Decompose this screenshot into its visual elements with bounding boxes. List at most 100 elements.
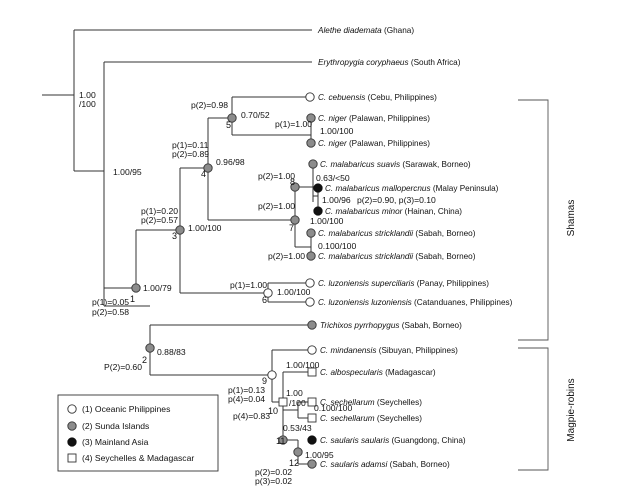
leaf-suavis: C. malabaricus suavis (Sarawak, Borneo) bbox=[320, 160, 471, 169]
shamas-bracket bbox=[518, 99, 549, 341]
support-node-11: 0.53/43 bbox=[283, 423, 312, 433]
node-number-1: 1 bbox=[130, 294, 135, 304]
prob-node-9-p1: p(1)=0.13 bbox=[228, 385, 265, 395]
niger2-marker bbox=[306, 138, 316, 148]
leaf-saulsaul: C. saularis saularis (Guangdong, China) bbox=[320, 436, 466, 445]
node-number-4: 4 bbox=[201, 169, 206, 179]
legend: (1) Oceanic Philippines (2) Sunda Island… bbox=[57, 394, 219, 472]
support-node-1: 1.00/79 bbox=[143, 283, 172, 293]
prob-node-6: p(1)=1.00 bbox=[230, 280, 267, 290]
leaf-niger1: C. niger (Palawan, Philippines) bbox=[318, 114, 430, 123]
prob-node-12-p2: p(2)=0.02 bbox=[255, 467, 292, 477]
leaf-cebuensis: C. cebuensis (Cebu, Philippines) bbox=[318, 93, 437, 102]
node-number-9: 9 bbox=[262, 376, 267, 386]
prob-node-9-p4: p(4)=0.04 bbox=[228, 394, 265, 404]
magpie-label: Magpie-robins bbox=[566, 378, 577, 441]
prob-node-3-p1: p(1)=0.20 bbox=[141, 206, 178, 216]
sey2-marker bbox=[307, 413, 317, 423]
strick1-marker bbox=[306, 228, 316, 238]
legend-white-square-icon bbox=[67, 453, 77, 463]
prob-node-3-p2: p(2)=0.57 bbox=[141, 215, 178, 225]
prob-strick: p(2)=1.00 bbox=[268, 251, 305, 261]
leaf-albosp: C. albospecularis (Madagascar) bbox=[320, 368, 436, 377]
support-strick: 0.100/100 bbox=[318, 241, 356, 251]
support-node-3: 1.00/100 bbox=[188, 223, 222, 233]
legend-black-circle-icon bbox=[67, 437, 77, 447]
support-root-2: /100 bbox=[79, 99, 96, 109]
prob-node-8: p(2)=1.00 bbox=[258, 171, 295, 181]
node-3-marker bbox=[175, 225, 185, 235]
support-node-5: 0.70/52 bbox=[241, 110, 270, 120]
leaf-mindan: C. mindanensis (Sibuyan, Philippines) bbox=[320, 346, 458, 355]
node-7-marker bbox=[290, 215, 300, 225]
support-node-7: 1.00/100 bbox=[310, 216, 344, 226]
luzsup-marker bbox=[305, 278, 315, 288]
leaf-alethe: Alethe diademata (Ghana) bbox=[317, 26, 414, 35]
leaf-strick1: C. malabaricus stricklandii (Sabah, Born… bbox=[318, 229, 476, 238]
node-11-marker bbox=[278, 435, 288, 445]
prob-node-1-p2: p(2)=0.58 bbox=[92, 307, 129, 317]
support-node-2: 0.88/83 bbox=[157, 347, 186, 357]
node-8-marker bbox=[290, 182, 300, 192]
node-number-5: 5 bbox=[226, 120, 231, 130]
node-number-3: 3 bbox=[172, 231, 177, 241]
node-10-marker bbox=[278, 397, 288, 407]
support-node-10-b: /100 bbox=[289, 398, 306, 408]
leaf-minor: C. malabaricus minor (Hainan, China) bbox=[325, 207, 462, 216]
support-node-9: 1.00/100 bbox=[286, 360, 320, 370]
node-number-10: 10 bbox=[268, 406, 278, 416]
legend-item-sunda: (2) Sunda Islands bbox=[82, 421, 149, 431]
prob-node-5: p(2)=0.98 bbox=[191, 100, 228, 110]
leaf-sey1: C. sechellarum (Seychelles) bbox=[320, 398, 422, 407]
leaf-strick2: C. malabaricus stricklandii (Sabah, Born… bbox=[318, 252, 476, 261]
prob-node-12-p3: p(3)=0.02 bbox=[255, 476, 292, 486]
node-2-marker bbox=[145, 343, 155, 353]
minor-marker bbox=[313, 206, 323, 216]
leaf-adamsi: C. saularis adamsi (Sabah, Borneo) bbox=[320, 460, 450, 469]
support-node-6: 1.00/100 bbox=[277, 287, 311, 297]
prob-node-4-p2: p(2)=0.89 bbox=[172, 149, 209, 159]
prob-mallo-minor: p(2)=0.90, p(3)=0.10 bbox=[357, 195, 436, 205]
node-12-marker bbox=[293, 447, 303, 457]
shamas-label: Shamas bbox=[566, 200, 577, 237]
leaf-luzsup: C. luzoniensis superciliaris (Panay, Phi… bbox=[318, 279, 489, 288]
legend-item-seychelles: (4) Seychelles & Madagascar bbox=[82, 453, 194, 463]
leaf-labels: Alethe diademata (Ghana) Erythropygia co… bbox=[317, 26, 513, 469]
leaf-luzluz: C. luzoniensis luzoniensis (Catanduanes,… bbox=[318, 298, 513, 307]
node-1-marker bbox=[131, 283, 141, 293]
node-number-11: 11 bbox=[276, 436, 285, 446]
support-sechellarum: 0.100/100 bbox=[314, 403, 352, 413]
mallo-marker bbox=[313, 183, 323, 193]
legend-gray-circle-icon bbox=[67, 421, 77, 431]
prob-node-1-p1: p(1)=0.05 bbox=[92, 297, 129, 307]
legend-white-circle-icon bbox=[67, 404, 77, 414]
node-number-2: 2 bbox=[142, 355, 147, 365]
prob-node-7: p(2)=1.00 bbox=[258, 201, 295, 211]
node-numbers: 1 2 3 4 5 6 7 8 9 10 11 12 bbox=[130, 120, 299, 468]
magpie-bracket bbox=[518, 347, 549, 471]
adamsi-marker bbox=[307, 459, 317, 469]
support-node-4: 0.96/98 bbox=[216, 157, 245, 167]
support-node-12: 1.00/95 bbox=[305, 450, 334, 460]
trichixos-marker bbox=[307, 320, 317, 330]
prob-node-4-p1: p(1)=0.11 bbox=[172, 140, 209, 150]
support-node-8: 0.63/<50 bbox=[316, 173, 350, 183]
node-4-marker bbox=[203, 163, 213, 173]
node-6-marker bbox=[263, 288, 273, 298]
node-number-6: 6 bbox=[262, 295, 267, 305]
leaf-niger2: C. niger (Palawan, Philippines) bbox=[318, 139, 430, 148]
saulsaul-marker bbox=[307, 435, 317, 445]
leaf-mallo: C. malabaricus mallopercnus (Malay Penin… bbox=[325, 184, 499, 193]
group-brackets: Shamas Magpie-robins bbox=[518, 99, 577, 471]
support-labels: 1.00 /100 1.00/95 1.00/79 p(1)=0.05 p(2)… bbox=[79, 90, 436, 486]
node-number-12: 12 bbox=[289, 458, 299, 468]
mindan-marker bbox=[307, 345, 317, 355]
luzluz-marker bbox=[305, 297, 315, 307]
niger1-marker bbox=[306, 113, 316, 123]
leaf-sey2: C. sechellarum (Seychelles) bbox=[320, 414, 422, 423]
legend-item-oceanic: (1) Oceanic Philippines bbox=[82, 404, 170, 414]
sey1-marker bbox=[307, 397, 317, 407]
node-markers bbox=[131, 92, 323, 469]
prob-node-2: P(2)=0.60 bbox=[104, 362, 142, 372]
